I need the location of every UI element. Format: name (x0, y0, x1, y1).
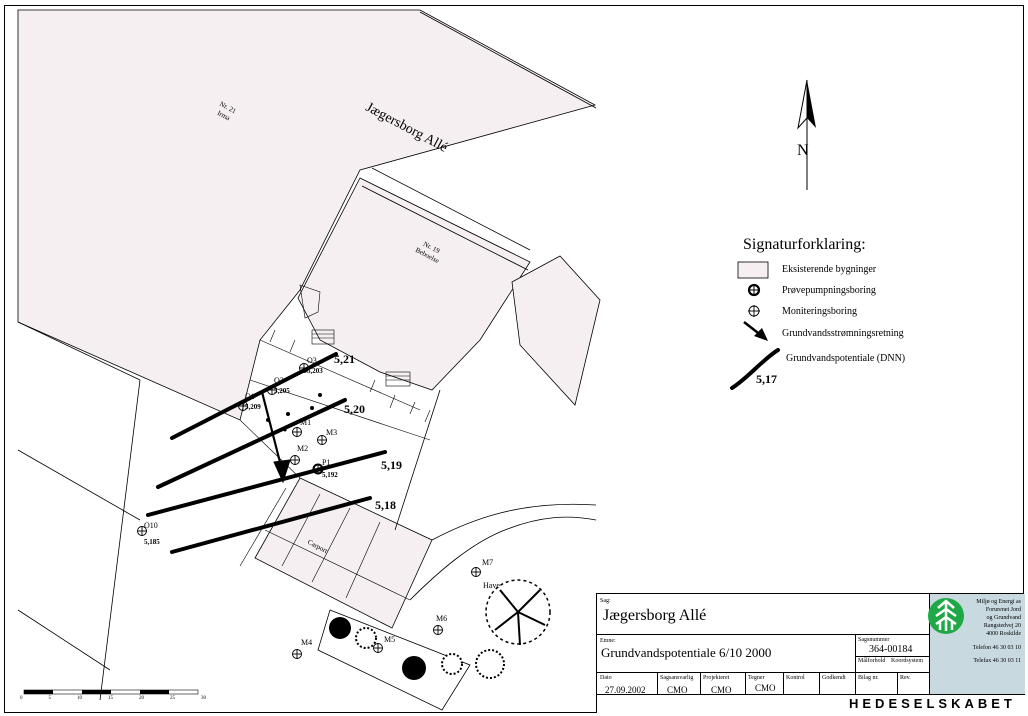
building-right (511, 255, 601, 406)
title-block: Sag: Jægersborg Allé Emne: Grundvandspot… (596, 593, 1025, 713)
contour-5-19-label: 5,19 (381, 458, 402, 472)
sag-value: Jægersborg Allé (603, 607, 707, 624)
dato-value: 27.09.2002 (605, 685, 646, 695)
well-m1-label: M1 (300, 418, 312, 427)
projekteret-label: Projekteret (703, 675, 730, 681)
potential-contours (146, 352, 387, 554)
tegner-label: Tegner (748, 675, 765, 681)
well-m7-label: M7 (482, 558, 494, 567)
emne-value: Grundvandspotentiale 6/10 2000 (601, 645, 772, 660)
well-m5 (373, 643, 383, 653)
godkendt-label: Godkendt (822, 675, 846, 681)
contour-5-20-label: 5,20 (344, 402, 365, 416)
well-m6 (433, 625, 443, 635)
wells-markers (137, 363, 481, 659)
legend-item-monitor-well: Moniteringsboring (782, 306, 857, 317)
dato-label: Dato (600, 675, 612, 681)
well-m6-label: M6 (436, 614, 448, 623)
company-info: Miljø og Energi as Forurenet Jord og Gru… (972, 599, 1021, 664)
flow-arrow (260, 391, 291, 484)
bilag-label: Bilag nr. (858, 675, 879, 681)
well-m1 (292, 427, 302, 437)
contour-5-19 (146, 450, 387, 517)
rev-label: Rev. (900, 675, 911, 681)
sagsnummer-value: 364-00184 (869, 644, 913, 655)
legend-item-flow: Grundvandsstrømningsretning (782, 328, 904, 339)
building-nr21 (17, 9, 597, 421)
carport (254, 477, 433, 629)
legend-title: Signaturforklaring: (743, 236, 866, 253)
maalforhold-label: Målforhold (858, 658, 886, 664)
kontrol-label: Kontrol (786, 675, 805, 681)
contour-5-21-label: 5,21 (334, 352, 355, 366)
well-o2 (267, 385, 277, 395)
sagsnummer-label: Sagsnummer (858, 637, 890, 643)
contour-5-18-label: 5,18 (375, 498, 396, 512)
well-m2-label: M2 (297, 444, 309, 453)
legend-contour-icon (730, 348, 780, 390)
garden-bed (317, 609, 471, 711)
legend-monitor-well-icon (748, 305, 760, 317)
sheet-border (4, 5, 1024, 713)
well-m3-label: M3 (326, 428, 338, 437)
north-label: N (797, 142, 809, 159)
sagsansvarlig-value: CMO (667, 685, 688, 695)
legend-building-swatch (737, 261, 769, 279)
well-m3 (317, 435, 327, 445)
well-m5-label: M5 (384, 635, 396, 644)
contour-5-20 (156, 398, 347, 489)
have-label: Have (483, 581, 500, 590)
well-m7 (471, 567, 481, 577)
sag-label: Sag: (600, 598, 611, 604)
contour-5-18 (170, 496, 372, 554)
fence-ticks (269, 329, 431, 423)
well-o3 (299, 363, 309, 373)
projekteret-value: CMO (711, 685, 732, 695)
company-name: HEDESELSKABET (849, 696, 1016, 711)
koordsystem-label: Koordsystem (891, 658, 923, 664)
stairs (299, 284, 411, 387)
north-arrow-icon (797, 79, 816, 190)
scale-bar (23, 689, 199, 695)
well-o1 (238, 401, 248, 411)
legend-item-buildings: Eksisterende bygninger (782, 264, 877, 275)
well-m2 (290, 455, 300, 465)
well-m4-label: M4 (301, 638, 313, 647)
well-m4 (292, 649, 302, 659)
legend-sample-value: 5,17 (756, 372, 777, 386)
well-p1 (312, 463, 324, 475)
garden-edge (431, 503, 597, 541)
legend-flow-arrow-icon (743, 321, 768, 341)
dots (266, 393, 322, 432)
building-nr19 (297, 177, 531, 391)
legend-item-pump-well: Prøvepumpningsboring (782, 285, 876, 296)
well-o10 (137, 526, 147, 536)
emne-label: Emne: (600, 638, 616, 644)
trees (329, 579, 551, 680)
sagsansvarlig-label: Sagsansvarlig (660, 675, 694, 681)
legend-item-contour: Grundvandspotentiale (DNN) (786, 353, 906, 364)
tegner-value: CMO (755, 683, 776, 693)
legend-pump-well-icon (747, 283, 761, 297)
hedeselskabet-logo-icon (928, 598, 964, 634)
